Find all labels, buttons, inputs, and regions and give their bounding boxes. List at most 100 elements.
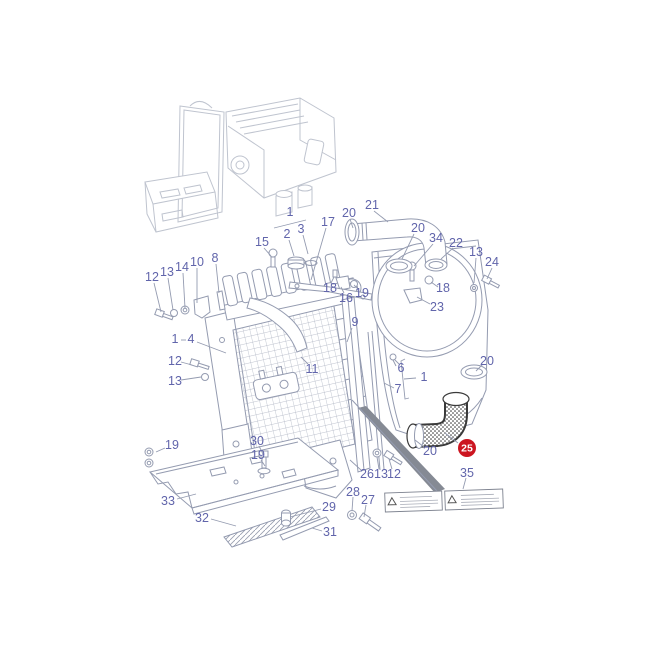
part-callout-3[interactable]: 3 <box>298 222 305 236</box>
upper-elbow-pipe <box>344 218 448 272</box>
part-callout-9[interactable]: 9 <box>352 315 359 329</box>
part-callout-18[interactable]: 18 <box>323 281 337 295</box>
part-callout-32[interactable]: 32 <box>195 511 209 525</box>
part-callout-35[interactable]: 35 <box>460 466 474 480</box>
callout-leader-21 <box>373 210 389 223</box>
bolt-30 <box>257 450 271 475</box>
callout-leader-20 <box>414 439 425 448</box>
part-callout-34[interactable]: 34 <box>429 231 443 245</box>
engine-filter <box>303 138 325 166</box>
part-callout-13[interactable]: 13 <box>168 374 182 388</box>
callout-leader-16 <box>340 286 345 294</box>
bolt-12-mid <box>189 358 210 370</box>
part-callout-12[interactable]: 12 <box>168 354 182 368</box>
part-callout-31[interactable]: 31 <box>323 525 337 539</box>
part-callout-8[interactable]: 8 <box>212 251 219 265</box>
callout-leader-25 <box>444 432 459 444</box>
engine-pulley <box>230 155 250 175</box>
spacer-29 <box>281 509 291 527</box>
part-callout-33[interactable]: 33 <box>161 494 175 508</box>
bolt-27 <box>358 512 382 532</box>
warning-triangle-icon <box>447 494 457 504</box>
part-callout-1[interactable]: 1 <box>421 370 428 384</box>
callout-leader-22 <box>440 247 454 260</box>
part-callout-12[interactable]: 12 <box>145 270 159 284</box>
part-callout-30[interactable]: 30 <box>250 434 264 448</box>
rod-31 <box>279 516 330 541</box>
callout-leader-13 <box>473 257 477 284</box>
callout-leader-12 <box>388 458 393 470</box>
bracket-16 <box>335 275 351 291</box>
callout-leader-30 <box>258 445 264 455</box>
callout-leader-31 <box>311 527 323 532</box>
callout-leader-8 <box>215 263 220 294</box>
part-callout-14[interactable]: 14 <box>175 260 189 274</box>
part-callout-24[interactable]: 24 <box>485 255 499 269</box>
part-callout-12[interactable]: 12 <box>387 467 401 481</box>
callout-leader-20 <box>475 363 484 372</box>
part-callout-19[interactable]: 19 <box>251 448 265 462</box>
part-callout-19[interactable]: 19 <box>355 286 369 300</box>
part-callout-28[interactable]: 28 <box>346 485 360 499</box>
part-callout-13[interactable]: 13 <box>160 265 174 279</box>
part-callout-29[interactable]: 29 <box>322 500 336 514</box>
part-callout-20[interactable]: 20 <box>342 206 356 220</box>
part-callout-4[interactable]: 4 <box>188 332 195 346</box>
callout-leader-34 <box>413 243 434 267</box>
part-callout-18[interactable]: 18 <box>436 281 450 295</box>
callout-leader-13 <box>376 456 380 470</box>
part-callout-22[interactable]: 22 <box>449 236 463 250</box>
pin-8 <box>216 290 226 311</box>
engine-overview-illustration <box>144 97 337 233</box>
callout-leader-32 <box>210 518 237 527</box>
highlighted-part-circle-25[interactable] <box>458 439 476 457</box>
clamp-ring-20 <box>460 364 488 380</box>
callout-leader-20 <box>401 233 415 260</box>
part-callout-10[interactable]: 10 <box>190 255 204 269</box>
part-callout-25[interactable]: 25 <box>461 443 473 455</box>
deflector-band <box>246 297 308 353</box>
part-callout-15[interactable]: 15 <box>255 235 269 249</box>
bolt-15 <box>268 248 278 268</box>
nut-13-mid <box>201 373 209 381</box>
radiator-exploded-view <box>144 218 504 548</box>
part-callout-23[interactable]: 23 <box>430 300 444 314</box>
cap-gasket <box>304 260 318 266</box>
bolt-6 <box>389 353 397 367</box>
part-callout-2[interactable]: 2 <box>284 227 291 241</box>
callout-leader-15 <box>263 247 272 257</box>
callout-leader-6 <box>394 359 400 365</box>
part-callout-19[interactable]: 19 <box>165 438 179 452</box>
callout-leader-27 <box>363 504 367 518</box>
callout-leader-13 <box>180 376 202 381</box>
nut-19 <box>350 280 358 288</box>
part-callout-1[interactable]: 1 <box>172 332 179 346</box>
part-callout-13[interactable]: 13 <box>469 245 483 259</box>
part-callout-13[interactable]: 13 <box>374 467 388 481</box>
callout-leader-33 <box>176 493 197 500</box>
part-callout-7[interactable]: 7 <box>395 382 402 396</box>
part-callout-21[interactable]: 21 <box>365 198 379 212</box>
part-callout-20[interactable]: 20 <box>423 444 437 458</box>
callout-leader-20 <box>349 218 354 229</box>
part-callout-26[interactable]: 26 <box>360 467 374 481</box>
part-callout-6[interactable]: 6 <box>398 361 405 375</box>
hose-top-opening <box>442 391 470 407</box>
callout-leader-7 <box>383 382 395 389</box>
part-callout-17[interactable]: 17 <box>321 215 335 229</box>
flange-ring-20 <box>385 258 413 274</box>
warning-decal-right <box>444 488 504 511</box>
part-callout-16[interactable]: 16 <box>339 291 353 305</box>
part-callout-20[interactable]: 20 <box>480 354 494 368</box>
part-callout-11[interactable]: 11 <box>306 362 319 376</box>
part-callout-27[interactable]: 27 <box>361 493 375 507</box>
lower-hose-25 <box>406 391 470 449</box>
strap-17 <box>288 281 373 301</box>
part-callout-1[interactable]: 1 <box>287 205 294 219</box>
part-callout-20[interactable]: 20 <box>411 221 425 235</box>
hose-clamp <box>414 423 424 449</box>
bolt-12 <box>383 449 403 466</box>
callout-leader-18 <box>430 281 439 288</box>
